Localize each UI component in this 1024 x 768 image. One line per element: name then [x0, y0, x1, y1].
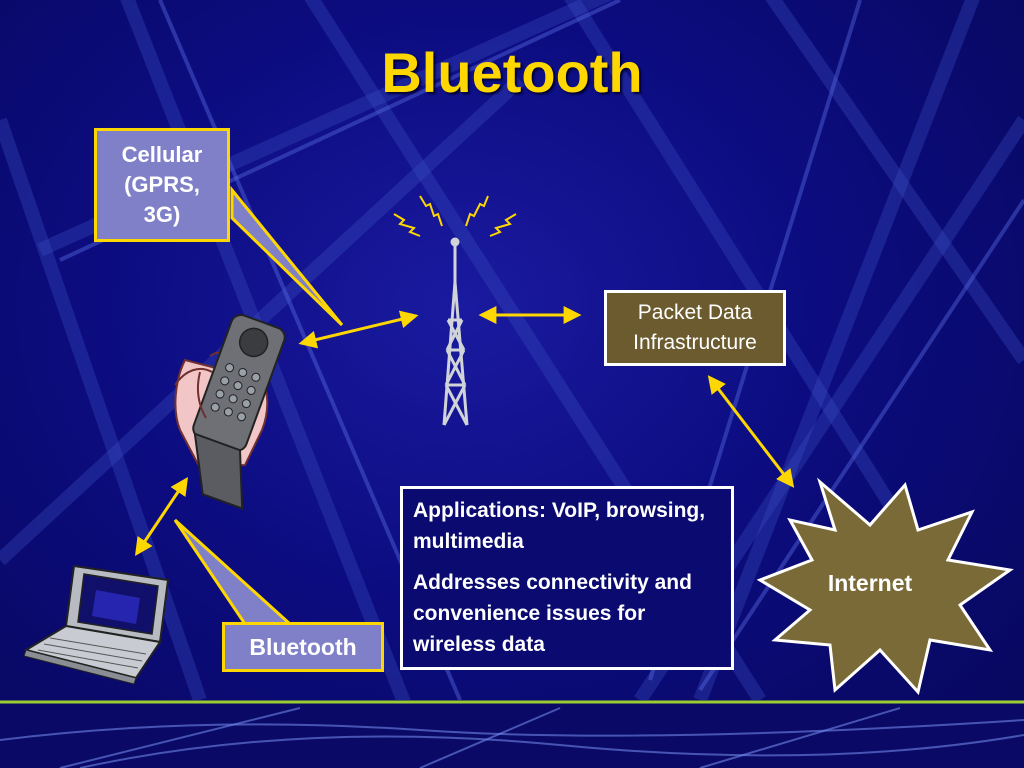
cellular-callout-pointer — [230, 185, 344, 327]
packet-data-label: Packet Data Infrastructure — [633, 301, 757, 354]
applications-box: Applications: VoIP, browsing, multimedia… — [400, 486, 734, 670]
slide-title: Bluetooth — [381, 41, 643, 104]
phone-tower-arrow — [298, 310, 419, 349]
cell-phone-icon — [174, 313, 286, 510]
laptop-icon — [23, 564, 170, 685]
bluetooth-callout-text: Bluetooth — [249, 633, 357, 660]
laptop-phone-arrow — [134, 477, 189, 556]
applications-text: Applications: VoIP, browsing, multimedia — [413, 499, 706, 553]
cellular-callout-text: Cellular (GPRS, 3G) — [121, 142, 203, 227]
connectivity-text: Addresses connectivity and convenience i… — [413, 571, 692, 656]
packet-data-infrastructure-box: Packet Data Infrastructure — [604, 290, 786, 366]
internet-burst-icon — [756, 477, 1014, 696]
bluetooth-callout: Bluetooth — [222, 622, 384, 672]
internet-label: Internet — [827, 570, 913, 596]
cellular-callout: Cellular (GPRS, 3G) — [94, 128, 230, 242]
cell-tower-icon — [442, 237, 469, 426]
packet-internet-arrow — [707, 375, 795, 488]
bluetooth-callout-pointer — [173, 518, 294, 626]
radio-waves-icon — [393, 195, 517, 237]
